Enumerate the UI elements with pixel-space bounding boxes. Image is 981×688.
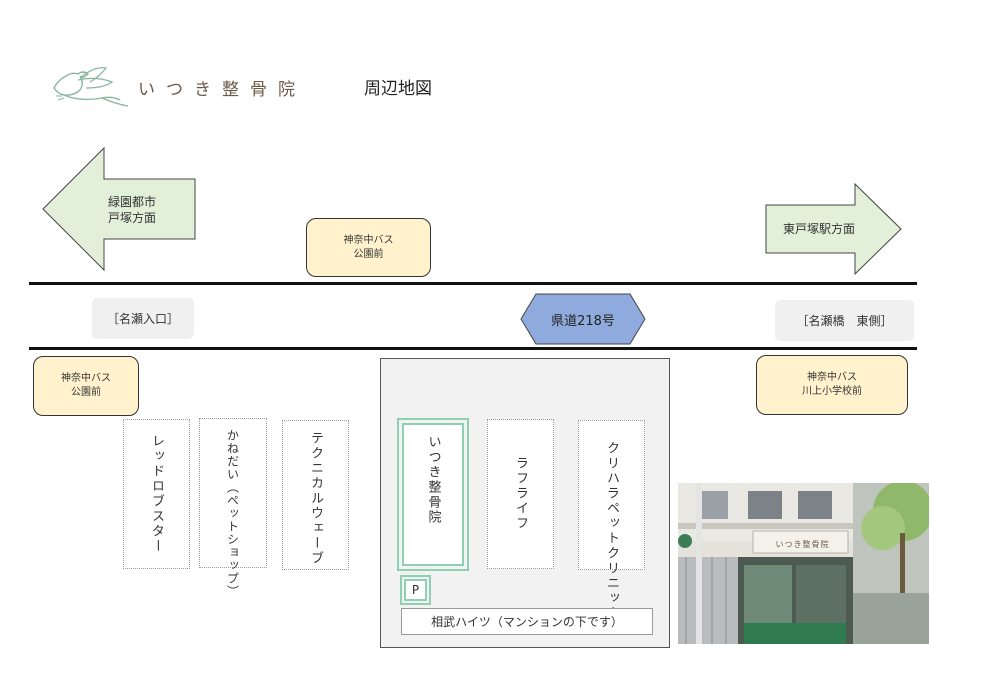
shop-kanedai-label: かねだい（ペットショップ） [225, 429, 240, 598]
bus-stop-top-line1: 神奈中バス [343, 234, 394, 246]
shop-lalalife: ラフライフ [487, 419, 554, 569]
bus-stop-right-line1: 神奈中バス [807, 372, 857, 383]
shop-itsuki-label: いつき整骨院 [425, 435, 441, 525]
direction-arrow-right: 東戸塚駅方面 [765, 183, 903, 275]
parking-label: P [411, 583, 420, 597]
arrow-left-icon [42, 147, 196, 271]
route-sign-label: 県道218号 [551, 314, 615, 329]
shop-kurihara-label: クリハラペットクリニック [604, 441, 619, 621]
bus-stop-left: 神奈中バス 公園前 [33, 356, 139, 416]
shop-technical-wave-label: テクニカルウェーブ [308, 431, 323, 566]
bus-stop-right: 神奈中バス 川上小学校前 [756, 355, 908, 415]
header: いつき整骨院 周辺地図 [50, 62, 470, 110]
logo-text: いつき整骨院 [138, 80, 306, 100]
road-label-right: ［名瀬橋 東側］ [775, 300, 914, 341]
mansion-building: いつき整骨院 ラフライフ クリハラペットクリニック P 相武ハイツ（マンションの… [380, 358, 670, 648]
bus-stop-top: 神奈中バス 公園前 [306, 218, 431, 277]
storefront-illustration-icon [678, 483, 929, 644]
road-line-top [29, 282, 917, 285]
arrow-right-icon [765, 183, 902, 275]
parking-box: P [400, 575, 431, 605]
route-sign-shape-icon [520, 293, 646, 345]
shop-red-lobster-label: レッドロブスター [149, 434, 164, 554]
storefront-signboard-label: いつき整骨院 [775, 540, 830, 549]
shop-red-lobster: レッドロブスター [123, 419, 190, 569]
shop-kanedai: かねだい（ペットショップ） [199, 418, 267, 598]
shop-lalalife-label: ラフライフ [513, 456, 528, 531]
bus-stop-left-line1: 神奈中バス [61, 373, 111, 384]
direction-right-label: 東戸塚駅方面 [783, 222, 856, 236]
road-line-bottom [29, 347, 917, 350]
shop-itsuki: いつき整骨院 [402, 423, 464, 566]
direction-arrow-left: 緑園都市 戸塚方面 [42, 147, 197, 271]
direction-left-line1: 緑園都市 [108, 195, 157, 209]
bus-stop-top-line2: 公園前 [353, 248, 384, 260]
route-sign: 県道218号 [520, 293, 646, 345]
bird-logo-icon [53, 67, 129, 107]
bus-stop-right-line2: 川上小学校前 [802, 386, 862, 397]
parking-inner: P [404, 579, 427, 601]
shop-technical-wave: テクニカルウェーブ [282, 420, 349, 570]
direction-left-line2: 戸塚方面 [108, 211, 157, 225]
mansion-label: 相武ハイツ（マンションの下です） [401, 608, 653, 635]
storefront-photo: いつき整骨院 [678, 483, 929, 644]
road-label-left: ［名瀬入口］ [92, 298, 194, 339]
shop-kurihara: クリハラペットクリニック [578, 420, 645, 621]
page-title: 周辺地図 [364, 79, 432, 99]
shop-itsuki-highlight: いつき整骨院 [397, 418, 469, 571]
bus-stop-left-line2: 公園前 [71, 387, 101, 398]
